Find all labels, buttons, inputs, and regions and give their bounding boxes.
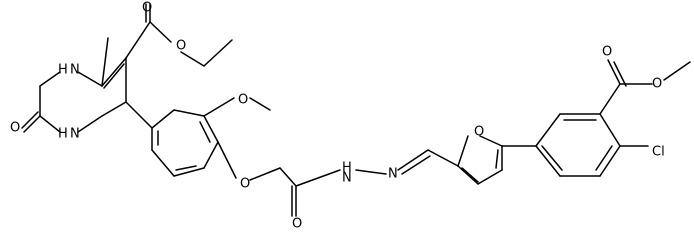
atom-n-imine: N xyxy=(388,167,398,182)
atom-nh-hydrazide-n: N xyxy=(342,171,352,186)
atom-o-furan: O xyxy=(474,125,484,140)
atom-o-ester-carbonyl: O xyxy=(142,1,152,16)
atom-nh-hydrazide-h: H xyxy=(342,161,352,176)
atom-nh-bottom-h: H xyxy=(58,127,68,142)
atom-o-methoxy: O xyxy=(238,93,248,108)
atom-o-benzoate-carbonyl: O xyxy=(602,45,612,60)
atom-nh-top-n: N xyxy=(70,63,80,78)
atom-o-amide: O xyxy=(292,217,302,232)
atom-o-ester-single: O xyxy=(176,39,186,54)
bond-lines xyxy=(21,3,691,217)
atom-o-urea: O xyxy=(10,121,20,136)
atom-o-ether: O xyxy=(240,177,250,192)
atom-nh-bottom-n: N xyxy=(70,127,80,142)
atom-nh-top-h: H xyxy=(58,63,68,78)
atom-labels: O O H N O H N O O O H N N O O O Cl xyxy=(10,1,665,232)
atom-cl: Cl xyxy=(652,145,665,160)
atom-o-benzoate-single: O xyxy=(652,77,662,92)
